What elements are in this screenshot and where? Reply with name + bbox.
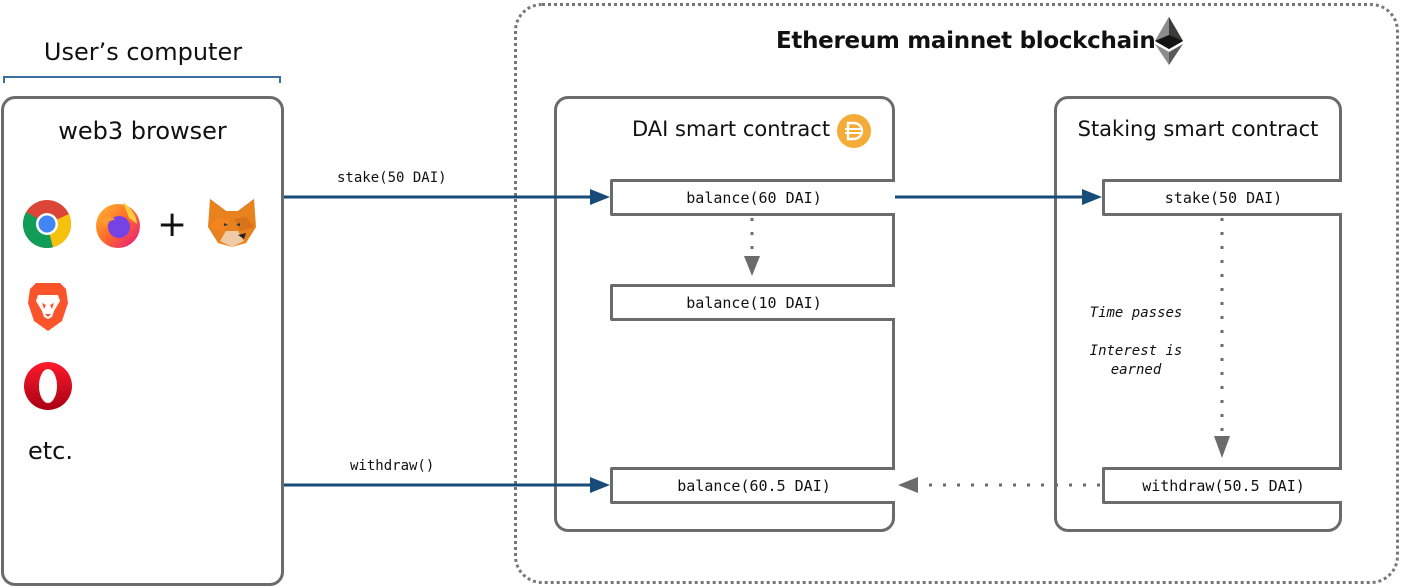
staking-smart-contract-title: Staking smart contract	[1077, 117, 1319, 141]
firefox-icon	[96, 202, 140, 248]
metamask-fox-icon	[208, 199, 256, 247]
dai-coin-icon	[837, 114, 871, 148]
users-computer-bracket	[3, 76, 281, 83]
etc-label: etc.	[28, 437, 73, 465]
users-computer-label: User’s computer	[43, 38, 243, 66]
interest-earned-note: Interest is earned	[1076, 342, 1196, 380]
ethereum-mainnet-boundary	[514, 3, 1399, 584]
arrow-balance-decrease	[744, 218, 760, 276]
arrow-time-passes	[1214, 218, 1230, 458]
staking-stake-box: stake(50 DAI)	[1102, 179, 1342, 216]
interest-note-line-2: earned	[1110, 362, 1162, 378]
dai-balance-60-5-box: balance(60.5 DAI)	[610, 467, 895, 504]
time-passes-note: Time passes	[1089, 305, 1183, 321]
brave-icon	[28, 283, 68, 331]
arrow-dai-to-staking	[895, 189, 1102, 205]
interest-note-line-1: Interest is	[1089, 343, 1183, 359]
staking-withdraw-box: withdraw(50.5 DAI)	[1102, 467, 1342, 504]
web3-browser-panel	[1, 96, 284, 586]
dai-balance-10-box: balance(10 DAI)	[610, 284, 895, 321]
staking-smart-contract-panel	[1054, 96, 1342, 532]
ethereum-mainnet-title: Ethereum mainnet blockchain	[776, 28, 1156, 54]
ethereum-icon	[1155, 17, 1183, 65]
arrow-withdraw-call	[284, 477, 610, 493]
withdraw-call-label: withdraw()	[350, 458, 435, 474]
dai-smart-contract-title: DAI smart contract	[632, 117, 831, 141]
opera-icon	[24, 362, 72, 410]
arrow-stake-call	[284, 189, 610, 205]
chrome-icon	[22, 200, 72, 248]
stake-call-label: stake(50 DAI)	[337, 170, 447, 186]
web3-browser-title: web3 browser	[58, 117, 227, 145]
dai-balance-60-box: balance(60 DAI)	[610, 179, 895, 216]
arrow-withdraw-return	[898, 477, 1100, 493]
plus-sign: +	[157, 204, 188, 245]
